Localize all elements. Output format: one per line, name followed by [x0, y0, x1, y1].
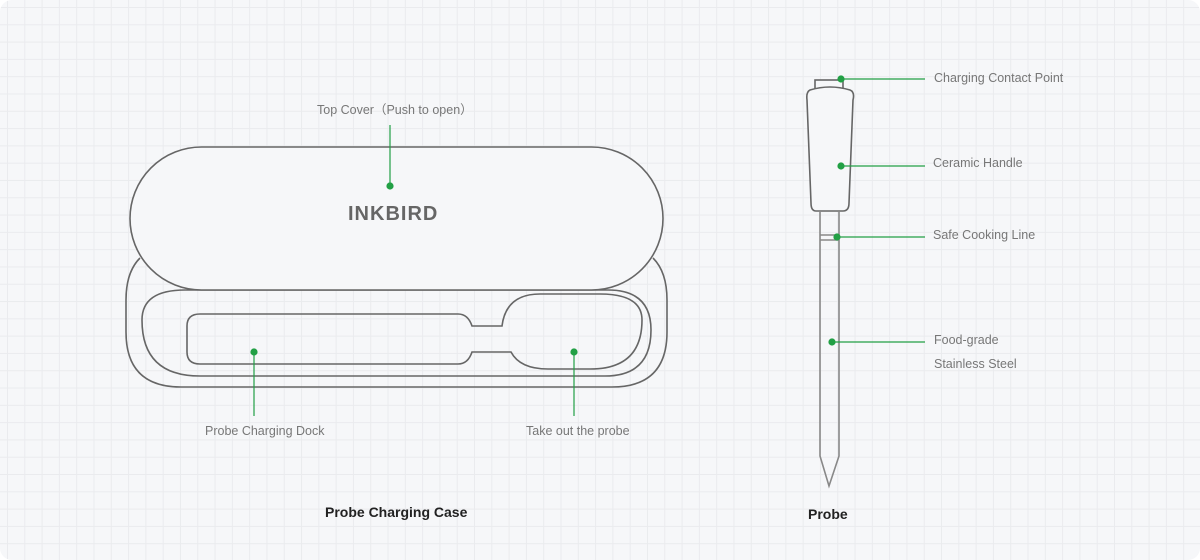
top-cover — [129, 146, 664, 291]
label-charging-dock: Probe Charging Dock — [205, 424, 325, 438]
callout-dot — [833, 233, 841, 241]
probe-shaft — [819, 211, 840, 489]
probe-title: Probe — [808, 506, 848, 522]
label-steel-2: Stainless Steel — [934, 357, 1017, 371]
label-safe-line: Safe Cooking Line — [933, 228, 1036, 242]
case-tray — [141, 289, 652, 377]
label-ceramic-handle: Ceramic Handle — [933, 156, 1023, 170]
label-top-cover: Top Cover（Push to open） — [317, 103, 473, 117]
callout-dot — [828, 338, 836, 346]
callout-dot — [837, 75, 845, 83]
charging-dock-slot — [186, 293, 643, 370]
callout-dot — [570, 348, 578, 356]
callout-dot — [386, 182, 394, 190]
label-contact-point: Charging Contact Point — [934, 71, 1064, 85]
case-title: Probe Charging Case — [325, 504, 468, 520]
inkbird-logo: INKBIRD — [348, 203, 439, 225]
case-body — [125, 257, 668, 388]
label-steel-1: Food-grade — [934, 333, 999, 347]
callout-dot — [250, 348, 258, 356]
label-take-out: Take out the probe — [526, 424, 630, 438]
ceramic-handle — [806, 86, 855, 212]
callout-dot — [837, 162, 845, 170]
